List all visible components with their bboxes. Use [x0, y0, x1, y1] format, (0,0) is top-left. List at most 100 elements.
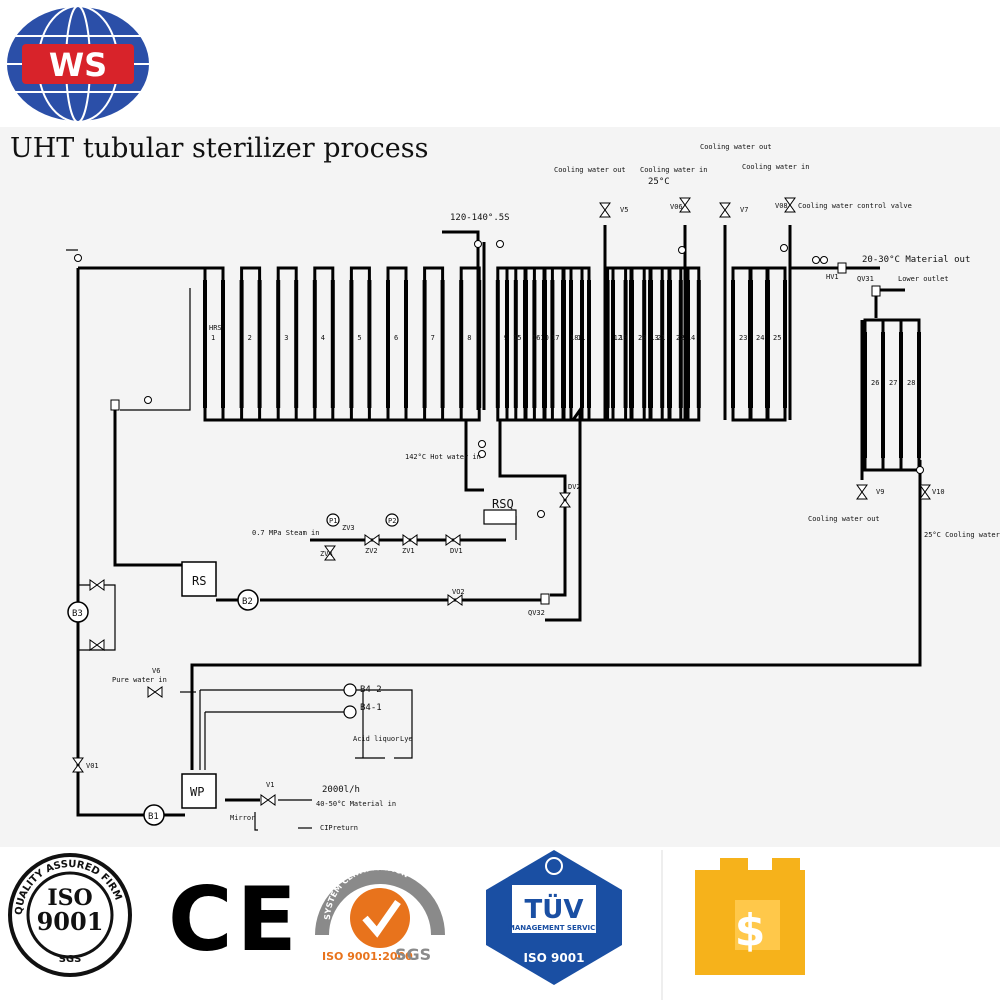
iso-sgs: SGS [59, 954, 82, 965]
tube-label: 17 [551, 334, 559, 342]
sensor-point [916, 466, 924, 474]
svg-text:B3: B3 [72, 609, 83, 619]
svg-text:VO2: VO2 [452, 588, 465, 596]
rsq-heater [483, 509, 517, 525]
tuv-badge: TÜV MANAGEMENT SERVICE ISO 9001 [486, 850, 622, 985]
valve-v9: V9 [856, 484, 884, 500]
valve-b3b: b3b [89, 639, 105, 651]
tube-1: 1 [203, 266, 225, 422]
valve-tag-hv1: HV1 [826, 273, 839, 281]
label-cooling-in-temp: 25°C [648, 177, 670, 187]
tube-label: 25 [773, 334, 781, 342]
label-mirror: Mirror [230, 814, 255, 822]
label-lower-outlet: Lower outlet [898, 275, 949, 283]
tube-4: 4 [312, 266, 335, 422]
tube-27: 27 [881, 318, 903, 472]
label-cooling-out-2: Cooling water out [808, 515, 880, 523]
valve-v1: V1 [260, 781, 276, 806]
gold-supplier-badge: $ [695, 858, 805, 975]
gauge-p1: P1 [326, 513, 340, 527]
tube-label: 4 [321, 334, 325, 342]
tube-label: 22 [676, 334, 684, 342]
pump-b4-2: B4-2 [343, 683, 382, 697]
pump-b2: B2 [237, 589, 259, 611]
svg-text:ZV4: ZV4 [320, 550, 333, 558]
tube-5: 5 [349, 266, 372, 422]
label-cip: CIPreturn [320, 824, 358, 832]
tube-label: 27 [889, 379, 897, 387]
svg-text:V1: V1 [266, 781, 274, 789]
valve-v7: V7 [719, 202, 748, 218]
sensor-point [496, 240, 504, 248]
svg-text:DV1: DV1 [450, 547, 463, 555]
sensor-point [678, 246, 686, 254]
logo-text: WS [49, 46, 107, 84]
label-steam: 0.7 MPa Steam in [252, 529, 319, 537]
valve-b3a: b3a [89, 579, 105, 591]
tube-14: 14 [678, 266, 701, 422]
certification-row: QUALITY ASSURED FIRM ISO 9001 SGS CE SYS… [0, 848, 1000, 1000]
svg-text:V7: V7 [740, 206, 748, 214]
svg-text:B4-1: B4-1 [360, 703, 382, 713]
tube-3: 3 [276, 266, 299, 422]
tube-21: 21 [649, 266, 671, 422]
svg-text:ZV2: ZV2 [365, 547, 378, 555]
sensor-point [820, 256, 828, 264]
tube-label: 8 [467, 334, 471, 342]
svg-text:V08: V08 [775, 202, 788, 210]
tube-25: 25 [765, 266, 787, 422]
sensor-point [812, 256, 820, 264]
tube-label: 18 [570, 334, 578, 342]
tube-label: 14 [687, 334, 695, 342]
valve-tag-zv3: ZV3 [342, 524, 355, 532]
wp-tank [181, 773, 217, 809]
tube-label: 23 [739, 334, 747, 342]
valve-dv2: DV2 [559, 483, 581, 508]
label-hot-water: 142°C Hot water in [405, 453, 481, 461]
valve-dv1: DV1 [445, 534, 463, 555]
valve-zv4: ZV4 [320, 545, 336, 561]
sensor-point [537, 510, 545, 518]
label-acid: Acid liquor [353, 735, 399, 743]
label-material-in: 40-50°C Material in [316, 800, 396, 808]
valve-tag-qv31: QV31 [857, 275, 874, 283]
tube-7: 7 [422, 266, 445, 422]
tube-12: 12 [605, 266, 628, 422]
tube-label: 7 [431, 334, 435, 342]
gauge-p2: P2 [385, 513, 399, 527]
pump-b3: B3 [67, 601, 89, 623]
valve-zv2: ZV2 [364, 534, 380, 555]
tube-label: 1 [211, 334, 215, 342]
sgs-brand: SGS [395, 945, 431, 964]
label-cooling-in-bottom: 25°C Cooling waterin [924, 531, 1000, 539]
valve-zv1: ZV1 [402, 534, 418, 555]
tube-28: 28 [899, 318, 921, 472]
tube-label: 21 [657, 334, 665, 342]
label-cooling-control: Cooling water control valve [798, 202, 912, 210]
svg-text:DV2: DV2 [568, 483, 581, 491]
label-lye: Lye [400, 735, 413, 743]
svg-text:B4-2: B4-2 [360, 685, 382, 695]
sensor-point [478, 440, 486, 448]
svg-text:V9: V9 [876, 488, 884, 496]
sgs-iso: ISO 9001:2000 [322, 950, 413, 963]
wp-label: WP [190, 785, 204, 799]
qv32-body [540, 593, 550, 605]
tuv-iso: ISO 9001 [524, 951, 585, 965]
tuv-name: TÜV [525, 892, 584, 925]
tube-20: 20 [630, 266, 652, 422]
tube-22: 22 [668, 266, 690, 422]
sgs-badge: SYSTEM CERTIFICATION ISO 9001:2000 SGS [315, 863, 445, 964]
valve-vo2: VO2 [447, 588, 465, 606]
valve-v06: V06 [670, 197, 691, 213]
pre-valve-body [110, 399, 120, 411]
tube-label: 13 [650, 334, 658, 342]
label-flow: 2000l/h [322, 785, 360, 795]
tube-label: 19 [619, 334, 627, 342]
svg-text:ZV1: ZV1 [402, 547, 415, 555]
svg-text:B2: B2 [242, 597, 253, 607]
tube-label: 2 [248, 334, 252, 342]
pump-b1: B1 [143, 804, 165, 826]
rsq-label: RSQ [492, 497, 514, 511]
